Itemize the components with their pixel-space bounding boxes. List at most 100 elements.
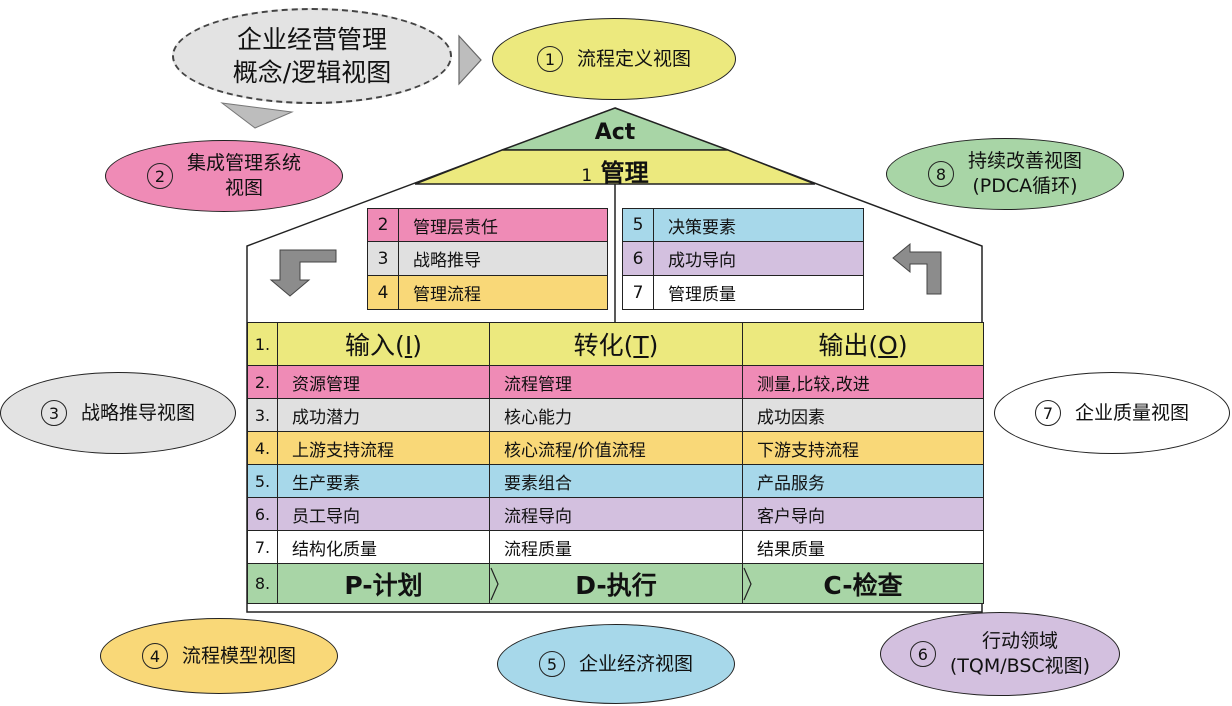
view-6-label-line2: (TQM/BSC视图) — [949, 655, 1091, 677]
roof-management-number: 1 — [581, 166, 593, 186]
right-box-2-label: 成功导向 — [668, 251, 736, 271]
view-8-label-line1: 持续改善视图 — [967, 150, 1082, 172]
grid-header-transform: 转化(T) — [489, 322, 743, 366]
view-2-label: 集成管理系统 视图 — [187, 151, 301, 201]
left-box-2-label: 战略推导 — [413, 251, 481, 271]
left-box-1-label: 管理层责任 — [413, 217, 498, 238]
grid-footer-do: D-执行 — [489, 563, 743, 604]
grid-cell-input: 上游支持流程 — [277, 431, 490, 465]
grid-cell-input: 资源管理 — [277, 365, 490, 399]
grid-footer-check-label: C-检查 — [823, 570, 903, 600]
view-5-enterprise-economy: 5 企业经济视图 — [497, 624, 735, 704]
left-box-strategy-derivation: 3 战略推导 — [367, 242, 608, 276]
grid-header-transform-close: ) — [648, 331, 659, 360]
grid-cell-transform: 要素组合 — [489, 464, 743, 498]
grid-header-output-letter: O — [878, 331, 898, 360]
concept-pointer-down — [220, 102, 294, 129]
grid-footer-check: C-检查 — [742, 563, 984, 604]
view-1-number-circle: 1 — [536, 46, 563, 72]
grid-cell-input: 结构化质量 — [277, 530, 490, 564]
grid-row: 3. 成功潜力 核心能力 成功因素 — [247, 398, 984, 432]
grid-header-input-text: 输入( — [345, 331, 405, 360]
grid-header-output-close: ) — [897, 331, 908, 360]
view-5-label: 企业经济视图 — [578, 652, 693, 675]
grid-header-number: 1. — [247, 322, 278, 366]
grid-cell-transform: 流程质量 — [489, 530, 743, 564]
grid-cell-output: 结果质量 — [742, 530, 984, 564]
right-box-1-number: 5 — [623, 209, 654, 241]
view-8-continuous-improvement: 8 持续改善视图 (PDCA循环) — [886, 138, 1124, 210]
view-8-label: 持续改善视图 (PDCA循环) — [968, 149, 1082, 199]
right-box-3-label: 管理质量 — [668, 285, 736, 305]
view-6-action-field: 6 行动领域 (TQM/BSC视图) — [880, 612, 1120, 696]
roof-management-band — [414, 149, 816, 185]
grid-header-row: 1. 输入(I) 转化(T) 输出(O) — [247, 322, 984, 366]
roof-act-label: Act — [594, 120, 636, 145]
view-2-number-circle: 2 — [146, 163, 173, 189]
view-6-number-circle: 6 — [909, 641, 936, 667]
grid-row-number: 2. — [247, 365, 278, 399]
grid-row-number: 6. — [247, 497, 278, 531]
grid-header-input: 输入(I) — [277, 322, 490, 366]
process-grid: 1. 输入(I) 转化(T) 输出(O) 2. 资源管理 流程管理 测量,比较,… — [247, 322, 984, 604]
right-box-1-label: 决策要素 — [668, 217, 736, 238]
right-box-success-orientation: 6 成功导向 — [622, 242, 864, 276]
chevron-right-icon — [490, 567, 499, 601]
view-7-number-circle: 7 — [1034, 400, 1061, 426]
grid-row-number: 3. — [247, 398, 278, 432]
concept-title-line1: 企业经营管理 — [236, 25, 387, 54]
grid-row-number: 5. — [247, 464, 278, 498]
view-4-number-circle: 4 — [141, 643, 168, 669]
grid-cell-transform: 流程导向 — [489, 497, 743, 531]
right-box-management-quality: 7 管理质量 — [622, 276, 864, 310]
grid-cell-transform: 核心流程/价值流程 — [489, 431, 743, 465]
view-6-label-line1: 行动领域 — [981, 630, 1058, 652]
grid-cell-input: 成功潜力 — [277, 398, 490, 432]
view-3-label: 战略推导视图 — [80, 401, 195, 424]
view-1-label: 流程定义视图 — [576, 47, 691, 70]
grid-cell-input: 员工导向 — [277, 497, 490, 531]
grid-footer-number: 8. — [247, 563, 278, 604]
grid-row: 2. 资源管理 流程管理 测量,比较,改进 — [247, 365, 984, 399]
left-box-3-number: 4 — [368, 276, 399, 309]
grid-cell-transform: 流程管理 — [489, 365, 743, 399]
grid-row: 7. 结构化质量 流程质量 结果质量 — [247, 530, 984, 564]
view-8-label-line2: (PDCA循环) — [972, 175, 1078, 197]
grid-cell-output: 测量,比较,改进 — [742, 365, 984, 399]
concept-title-line2: 概念/逻辑视图 — [232, 58, 392, 87]
left-box-2-number: 3 — [368, 242, 399, 275]
view-7-label: 企业质量视图 — [1074, 401, 1189, 424]
left-bent-arrow — [269, 249, 337, 297]
view-6-label: 行动领域 (TQM/BSC视图) — [950, 629, 1090, 679]
grid-header-input-close: ) — [412, 331, 422, 360]
left-box-1-number: 2 — [368, 209, 399, 241]
grid-footer-row: 8. P-计划 D-执行 C-检查 — [247, 563, 984, 604]
view-3-strategy-derivation: 3 战略推导视图 — [0, 372, 236, 454]
view-2-label-line1: 集成管理系统 — [186, 152, 301, 174]
view-4-process-model: 4 流程模型视图 — [100, 618, 338, 694]
grid-header-output: 输出(O) — [742, 322, 984, 366]
grid-header-input-letter: I — [404, 331, 413, 360]
grid-cell-output: 产品服务 — [742, 464, 984, 498]
view-1-process-definition: 1 流程定义视图 — [492, 18, 736, 100]
right-box-2-number: 6 — [623, 242, 654, 275]
view-2-label-line2: 视图 — [224, 177, 263, 199]
grid-row-number: 7. — [247, 530, 278, 564]
grid-row: 5. 生产要素 要素组合 产品服务 — [247, 464, 984, 498]
grid-footer-do-label: D-执行 — [575, 570, 657, 600]
view-5-number-circle: 5 — [538, 651, 565, 677]
roof-management-text: 管理 — [600, 159, 649, 187]
grid-cell-transform: 核心能力 — [489, 398, 743, 432]
view-4-label: 流程模型视图 — [181, 644, 296, 667]
grid-footer-plan: P-计划 — [277, 563, 490, 604]
chevron-right-icon — [743, 567, 752, 601]
grid-row: 6. 员工导向 流程导向 客户导向 — [247, 497, 984, 531]
view-8-number-circle: 8 — [927, 161, 954, 187]
grid-cell-output: 成功因素 — [742, 398, 984, 432]
grid-cell-output: 客户导向 — [742, 497, 984, 531]
left-box-management-responsibility: 2 管理层责任 — [367, 208, 608, 242]
right-box-3-number: 7 — [623, 276, 654, 309]
concept-pointer-right — [458, 34, 482, 86]
view-3-number-circle: 3 — [40, 400, 67, 426]
concept-bubble: 企业经营管理 概念/逻辑视图 — [172, 8, 452, 104]
